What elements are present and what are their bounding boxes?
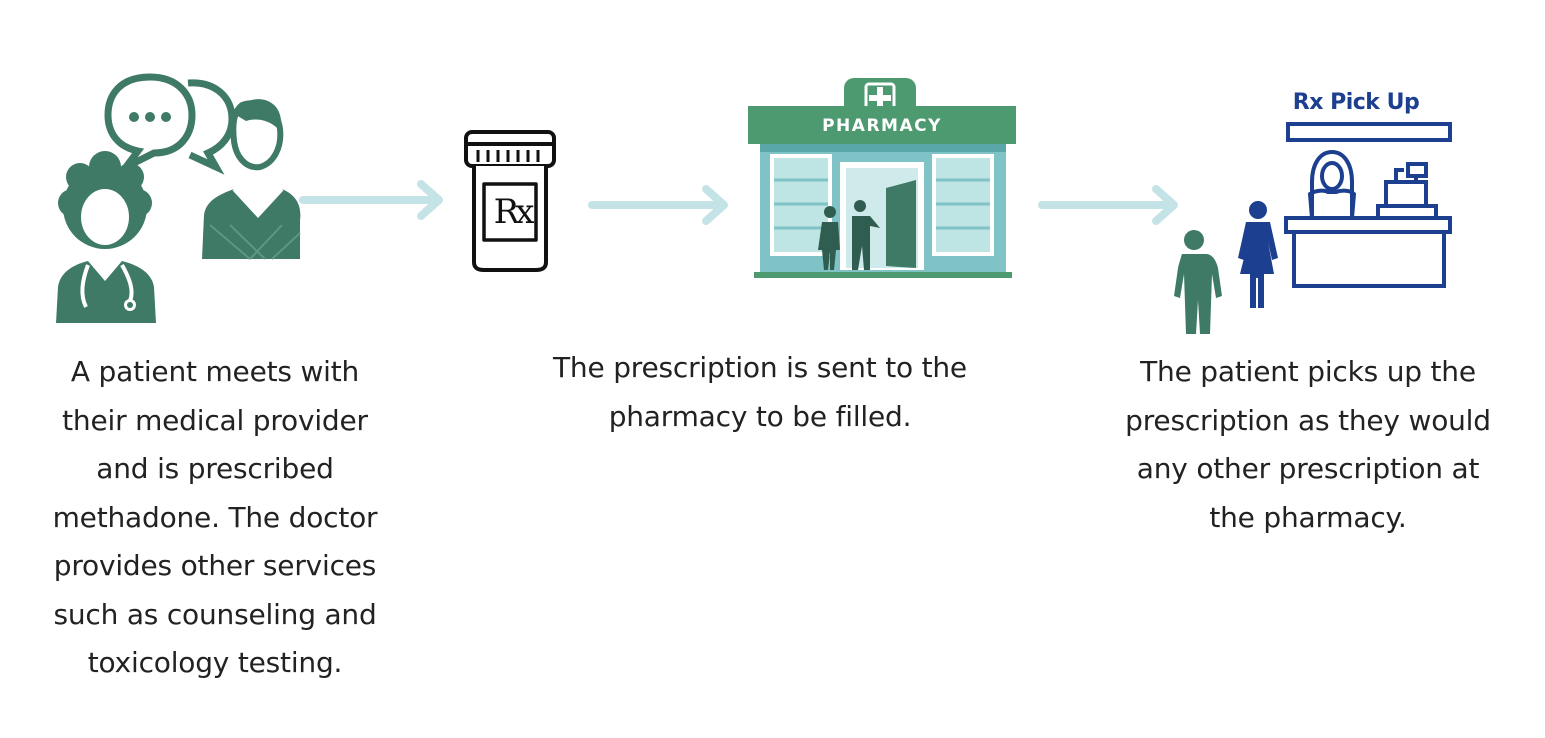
caption-line: the pharmacy. <box>1209 500 1407 534</box>
caption-line: A patient meets with <box>70 355 360 388</box>
caption-line: such as counseling and <box>53 597 377 631</box>
caption-line: The prescription is sent to the <box>553 351 967 384</box>
bottle-rx-label: Rx <box>493 192 535 232</box>
caption-line: prescription as they would <box>1125 403 1491 437</box>
patient-provider-conversation-icon <box>56 73 301 323</box>
caption-line: provides other services <box>53 549 377 582</box>
rx-pickup-sign-label: Rx Pick Up <box>1292 90 1420 115</box>
rx-pickup-counter-icon <box>1174 122 1452 334</box>
caption-line: any other prescription at <box>1136 452 1480 485</box>
caption-line: and is prescribed <box>96 452 334 485</box>
flow-arrow <box>1038 185 1178 225</box>
caption-line: their medical provider <box>62 403 368 437</box>
pharmacy-sign-label: PHARMACY <box>822 116 942 136</box>
prescription-bottle-icon <box>464 130 556 272</box>
step-1-caption: A patient meets with their medical provi… <box>15 348 415 688</box>
step-4-caption: The patient picks up the prescription as… <box>1098 348 1518 542</box>
step-3-caption: The prescription is sent to the pharmacy… <box>520 344 1000 441</box>
caption-line: methadone. The doctor <box>52 500 378 534</box>
caption-line: The patient picks up the <box>1140 355 1476 388</box>
flow-arrow <box>588 185 728 225</box>
caption-line: toxicology testing. <box>87 646 343 679</box>
pharmacy-building-icon <box>748 78 1016 278</box>
caption-line: pharmacy to be filled. <box>608 399 912 433</box>
flow-arrow <box>299 180 443 220</box>
